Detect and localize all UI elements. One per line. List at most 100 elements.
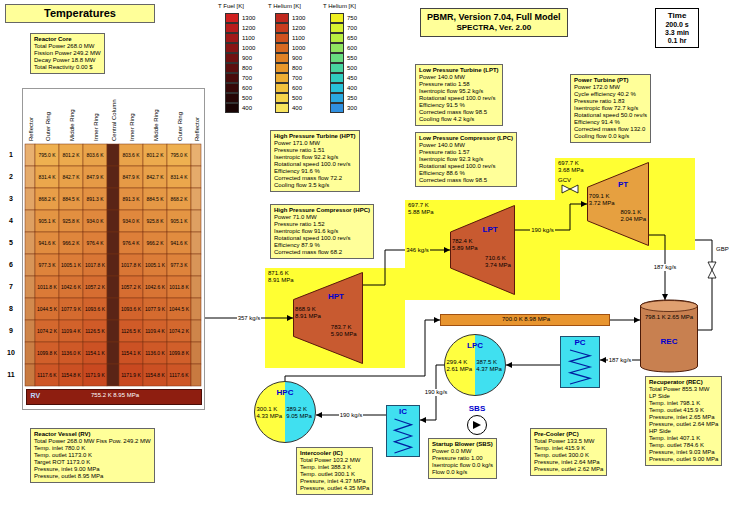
row-number: 10 [4,349,18,357]
node-text: Isentropic flow 92.2 kg/s [274,154,356,161]
cell-value: 925.8 K [59,218,83,224]
cell-value: 1109.4 K [59,328,83,334]
flow-label: 187 kg/s [608,357,633,364]
node-text: Power 172.0 MW [574,84,647,91]
cell-value: 1093.6 K [119,306,143,312]
node-heading: 871.6 K 8.91 MPa [268,270,296,284]
core-cell [191,320,201,342]
node-text: HP Side [649,428,718,435]
node-text: 0.1 hr [665,37,689,45]
node-text: Pressure ratio 1.00 [432,455,493,462]
valve-label: GCV [558,177,571,184]
cell-value: 941.6 K [35,240,59,246]
legend-text: 1000 [292,45,305,52]
core-cell [191,298,201,320]
core-cell [83,364,107,386]
node-text: Total Power 133.5 MW [534,438,603,445]
legend-swatch [225,83,239,93]
node-heading: HPC [254,388,316,397]
core-cell [143,210,167,232]
legend-text: 350 [347,95,357,102]
node-text: Efficiency 87.9 % [274,242,370,249]
core-cell [25,320,35,342]
node-heading: Intercooler (IC) [300,450,369,457]
node-text: Middle Ring [69,109,76,141]
cell-value: 925.8 K [143,218,167,224]
node-heading: Pre-Cooler (PC) [534,431,603,438]
core-cell [83,342,107,364]
node-heading: Reflector [28,117,35,141]
blower-circle: SBS [467,415,487,435]
core-cell [119,232,143,254]
cell-value: 1011.8 K [35,284,59,290]
compressor-circle: LPC299.4 K 2.61 MPa387.5 K 4.37 MPa [444,334,506,396]
core-cell [83,298,107,320]
node-text: 782.4 K 5.89 MPa [452,238,481,252]
legend-swatch [275,73,289,83]
core-cell [25,144,35,166]
core-cell [35,254,59,276]
node-heading: Recuperator (REC) [649,379,718,386]
core-cell [143,298,167,320]
cell-value: 801.2 K [59,152,83,158]
legend-text: 1000 [242,45,255,52]
core-cell [25,254,35,276]
info-panel: Low Pressure Turbine (LPT)Power 140.0 MW… [415,64,503,126]
legend-text: 1200 [242,25,255,32]
cell-value: 1042.6 K [59,284,83,290]
flow-label: 187 kg/s [653,264,678,271]
legend-text: 1300 [292,15,305,22]
cell-value: 1136.0 K [143,350,167,356]
cell-value: 1171.9 K [119,372,143,378]
row-number: 8 [4,305,18,313]
cell-value: 1154.1 K [119,350,143,356]
cell-value: 884.5 K [143,196,167,202]
cell-value: 884.5 K [59,196,83,202]
legend-text: 800 [292,65,302,72]
bypass-wire [698,278,712,330]
node-text: Cooling flow 3.5 kg/s [274,182,356,189]
legend-swatch [330,83,344,93]
cell-value: 847.9 K [83,174,107,180]
node-text: Pressure, inlet 9.03 MPa [649,449,718,456]
core-cell [167,276,191,298]
legend-text: 900 [242,55,252,62]
coil-zigzag [395,419,412,453]
node-text: Reflector [194,117,201,141]
core-cell [119,342,143,364]
core-cell [59,364,83,386]
core-cell [59,144,83,166]
legend-swatch [330,93,344,103]
info-panel: High Pressure Turbine (HPT)Power 171.0 M… [270,130,360,192]
cell-value: 1005.1 K [143,262,167,268]
row-number: 3 [4,195,18,203]
shape-outline [640,300,698,372]
bypass-wire [695,240,712,262]
legend-swatch [275,53,289,63]
cell-value: 934.0 K [83,218,107,224]
cell-value: 891.3 K [83,196,107,202]
node-text: 200.0 s [665,21,689,29]
cell-value: 977.3 K [35,262,59,268]
core-cell [83,166,107,188]
cell-value: 868.2 K [35,196,59,202]
info-panel: Recuperator (REC)Total Power 855.3 MWLP … [645,376,722,466]
node-text: Pressure, outlet 9.00 MPa [649,456,718,463]
flow-label: 190 kg/s [530,227,555,234]
core-cell [143,320,167,342]
cell-value: 1154.8 K [143,372,167,378]
shape-outline [467,415,487,435]
core-cell [191,188,201,210]
core-cell [83,276,107,298]
info-panel: Reactor Vessel (RV)Total Power 268.0 MW … [30,428,155,483]
node-text: Outer Ring [177,112,184,141]
legend-swatch [225,13,239,23]
flow-label: 190 kg/s [424,389,449,396]
turbine-shape: HPT868.9 K 8.91 MPa783.7 K 5.90 MPa [293,272,363,364]
row-number: 6 [4,261,18,269]
node-heading: RV [31,392,52,399]
core-cell [83,254,107,276]
legend-text: 400 [292,105,302,112]
node-text: Efficiency 91.5 % [419,102,499,109]
core-cell [59,254,83,276]
